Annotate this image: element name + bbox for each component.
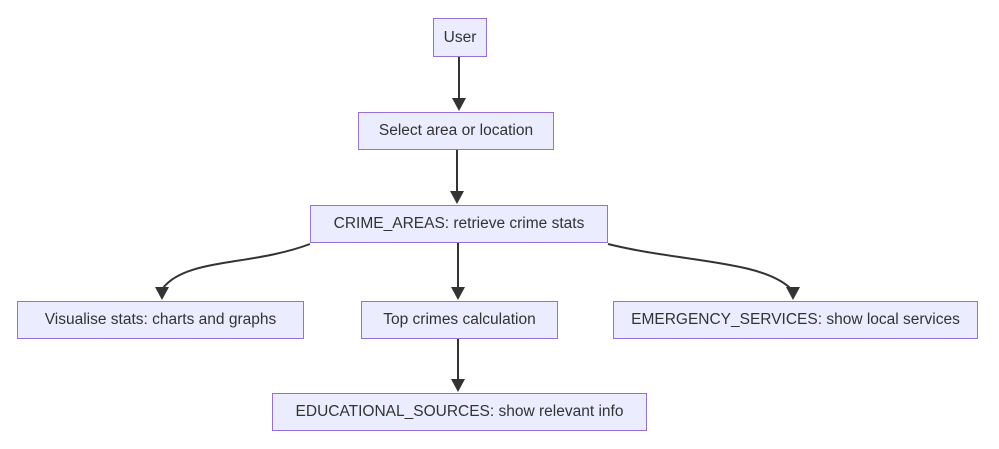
node-user: User — [433, 18, 487, 57]
node-educational-sources: EDUCATIONAL_SOURCES: show relevant info — [272, 393, 647, 431]
edge-select-area-to-crime-areas — [450, 150, 464, 204]
node-select-area: Select area or location — [358, 112, 554, 150]
node-crime-areas: CRIME_AREAS: retrieve crime stats — [310, 205, 608, 243]
node-emergency-services: EMERGENCY_SERVICES: show local services — [613, 301, 978, 339]
node-top-crimes: Top crimes calculation — [361, 301, 558, 339]
edge-user-to-select-area — [452, 56, 466, 111]
edge-crime-areas-to-visualise-stats — [155, 243, 311, 300]
edge-crime-areas-to-emergency-services — [607, 243, 800, 300]
edge-top-crimes-to-educational-sources — [451, 339, 465, 392]
edge-crime-areas-to-top-crimes — [451, 243, 465, 300]
node-visualise-stats: Visualise stats: charts and graphs — [17, 301, 304, 339]
